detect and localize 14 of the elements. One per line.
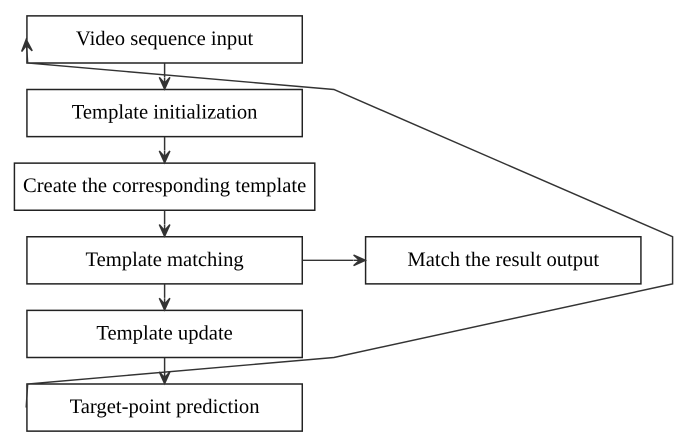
node-box: Create the corresponding template (14, 162, 316, 211)
arrow (158, 358, 171, 384)
arrow (20, 38, 674, 408)
node-box: Video sequence input (26, 15, 303, 64)
arrow (158, 210, 171, 238)
arrow (158, 63, 171, 90)
arrow (158, 284, 171, 311)
node-box: Template update (26, 310, 303, 358)
node-box: Match the result output (364, 236, 642, 285)
node-box: Template initialization (26, 88, 303, 138)
arrow (158, 136, 171, 164)
node-box: Template matching (26, 236, 303, 285)
arrow (302, 254, 366, 266)
node-box: Target-point prediction (26, 383, 303, 432)
